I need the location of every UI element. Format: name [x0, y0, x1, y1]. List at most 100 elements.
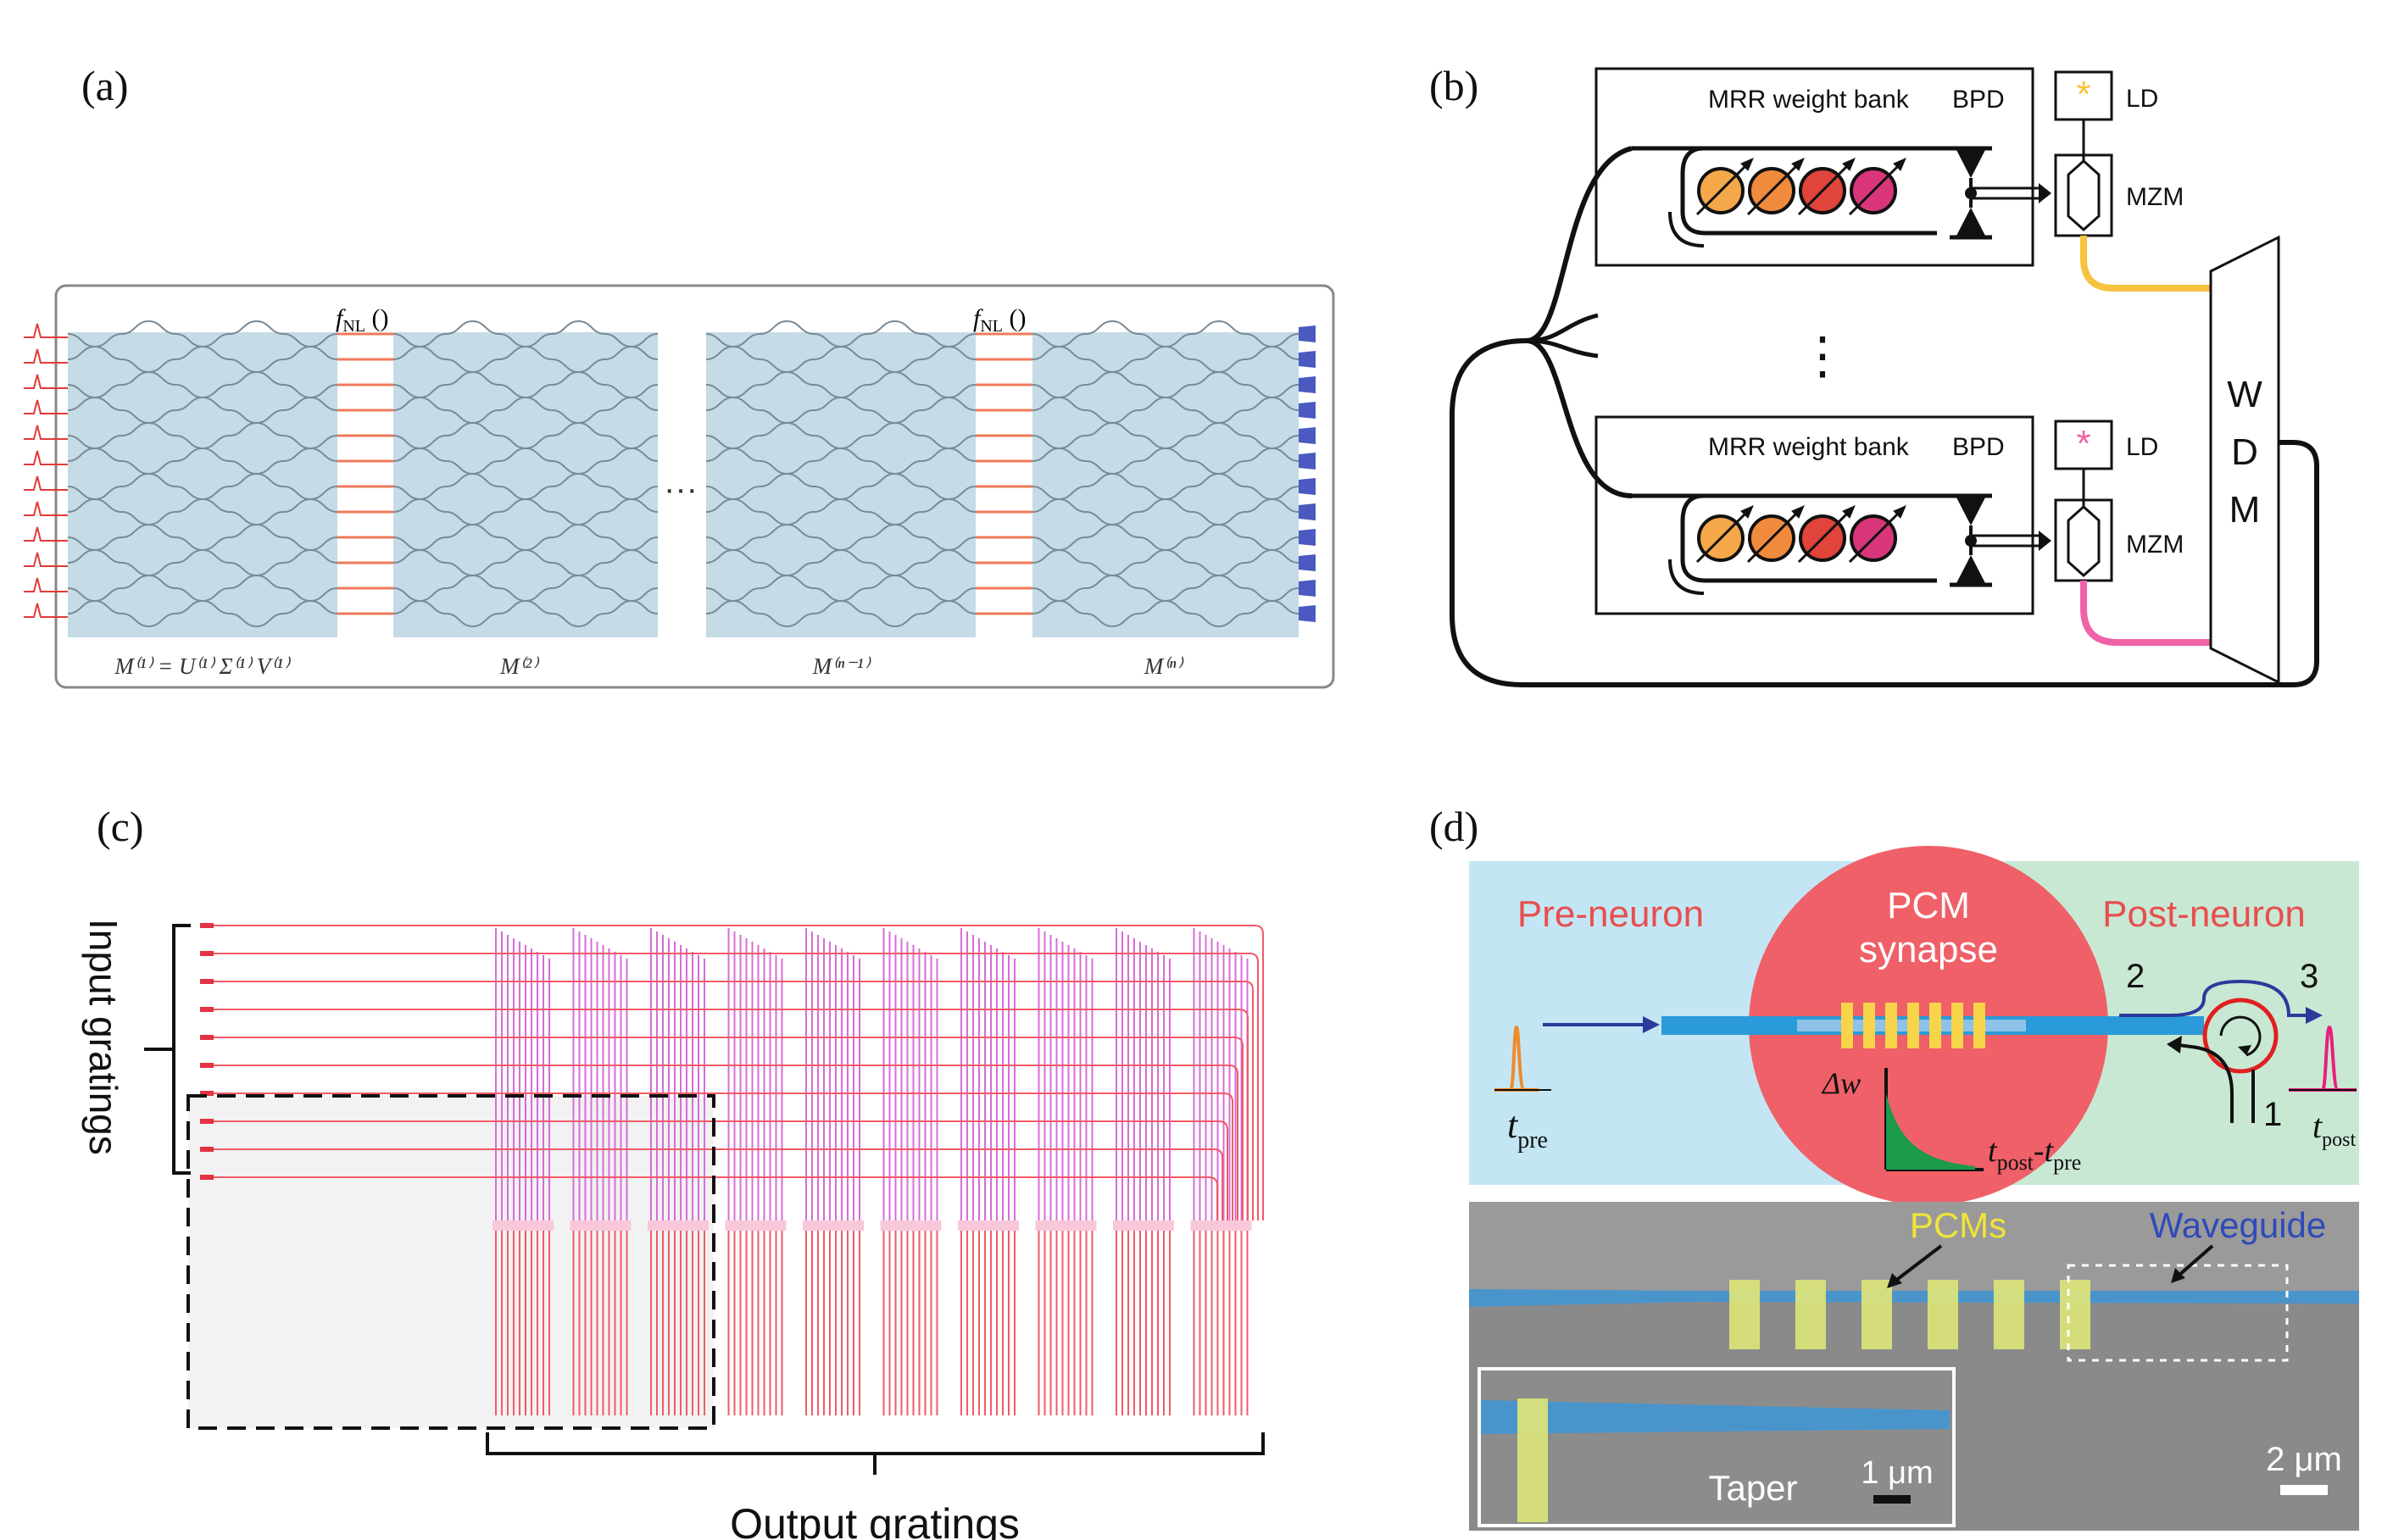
input-grating-coupler — [200, 1063, 214, 1068]
input-pulse — [24, 450, 68, 465]
mesh-waveguide-row — [392, 548, 659, 577]
panel-d-pcm-synapse: (d) Pre-neuron Post-neuron PCM synapse t… — [1429, 803, 2393, 1531]
mesh-waveguide-row — [67, 396, 338, 425]
mesh-waveguide-row — [392, 345, 659, 374]
bus-line — [487, 953, 1259, 1220]
vertical-ellipsis: ⋮ — [1797, 327, 1848, 384]
sem-pcm-pad — [2060, 1280, 2090, 1349]
input-grating-coupler — [200, 1147, 214, 1152]
port-1-to-2-path — [2178, 1043, 2234, 1123]
scale-bar-2um — [2280, 1485, 2328, 1495]
mesh-waveguide-row — [705, 599, 977, 628]
mrr-tuning-arrow — [1848, 508, 1904, 564]
sem-pcm-pad — [1928, 1280, 1958, 1349]
output-detector — [1299, 453, 1316, 470]
mesh-waveguide-row — [1032, 447, 1299, 475]
sem-pcm-pad — [1795, 1280, 1826, 1349]
pcm-cell — [1885, 1003, 1897, 1048]
bus-line — [487, 1009, 1249, 1220]
bus-line — [487, 1176, 1218, 1220]
ld-output-waveguide-top — [2080, 236, 2212, 292]
input-grating-coupler — [200, 1007, 214, 1012]
output-fan-in — [725, 1220, 787, 1231]
panel-c-chip-layout: (c) Input gratings Output gratings — [81, 803, 1265, 1540]
weight-bank-box-top — [1594, 67, 2034, 267]
bpd-diode-bottom-a — [1956, 496, 1986, 525]
input-pulse — [24, 374, 68, 389]
input-pulse — [24, 501, 68, 516]
t-pre-label: tpre — [1507, 1104, 1548, 1154]
mrr-tuning-arrow — [1746, 508, 1802, 564]
output-detector — [1299, 580, 1316, 597]
bus-waveguide-bottom — [1632, 493, 1937, 583]
port-1-label: 1 — [2263, 1096, 2282, 1133]
mesh-block-1 — [68, 332, 337, 637]
output-gratings-brace — [486, 1432, 1265, 1475]
output-fan-in — [803, 1220, 864, 1231]
output-fan-in — [648, 1220, 709, 1231]
pcms-pointer — [1893, 1244, 1943, 1283]
bpd-node-bottom — [1965, 535, 1977, 547]
mrr-tuning-arrow-head — [1791, 158, 1805, 171]
output-detector — [1299, 427, 1316, 444]
mesh-block-4 — [1032, 332, 1299, 637]
mrr-tuning-arrow — [1797, 508, 1853, 564]
mesh-waveguide-row — [67, 447, 338, 475]
ld-output-waveguide-bottom — [2080, 581, 2212, 646]
panel-c-label: (c) — [97, 803, 144, 850]
bus-line — [487, 1120, 1228, 1220]
synapse-label: synapse — [1859, 929, 1998, 970]
mesh-waveguide-row — [1032, 396, 1299, 425]
input-pulse — [24, 323, 68, 338]
mesh-waveguide-row — [67, 599, 338, 628]
mzi-mesh-lines — [67, 320, 1299, 628]
mzm-box-top — [2054, 153, 2113, 237]
waveguide-label: Waveguide — [2150, 1205, 2327, 1245]
delta-w-label: Δw — [1821, 1066, 1861, 1100]
input-gratings-label: Input gratings — [81, 919, 125, 1155]
mrr-tuning-arrow-head — [1740, 158, 1754, 171]
ld-label-top: LD — [2126, 85, 2158, 113]
output-detector — [1299, 325, 1316, 342]
matrix-label-mn-1: M⁽ⁿ⁻¹⁾ — [812, 653, 871, 679]
bus-line — [487, 1065, 1238, 1220]
zoom-region-dashed-box — [186, 1094, 715, 1430]
circulator-direction-head — [2238, 1045, 2251, 1055]
taper-inset-pcm — [1517, 1398, 1548, 1522]
mrr-label-bottom: MRR weight bank — [1708, 433, 1910, 461]
input-arrow-head — [1643, 1016, 1660, 1033]
port-3-arrow-head — [2306, 1007, 2323, 1024]
mesh-waveguide-row — [392, 498, 659, 526]
arrow-to-mzm-top — [2039, 183, 2051, 203]
input-grating-coupler — [200, 979, 214, 984]
mrr-label-top: MRR weight bank — [1708, 86, 1910, 114]
pcm-cell — [1863, 1003, 1875, 1048]
panel-a-mesh-network: (a) fNL () fNL () ··· M⁽¹⁾ = U⁽¹⁾ Σ⁽¹⁾ V… — [24, 62, 1335, 689]
stdp-window-curve — [1886, 1093, 1975, 1170]
pcm-cell — [1951, 1003, 1963, 1048]
bus-waveguide-top — [1632, 146, 1937, 236]
mesh-waveguide-row — [705, 447, 977, 475]
output-fan-in — [958, 1220, 1019, 1231]
pcm-cell — [1929, 1003, 1941, 1048]
scale-bar-1um — [1873, 1495, 1911, 1504]
mesh-waveguide-row — [705, 498, 977, 526]
panel-d-label: (d) — [1429, 803, 1478, 850]
waveguide-routing — [200, 923, 1264, 1415]
input-grating-coupler — [200, 1175, 214, 1180]
delta-t-label: tpost-tpre — [1988, 1133, 2081, 1175]
pcm-cell — [1841, 1003, 1853, 1048]
pcm-cell — [1973, 1003, 1985, 1048]
bus-return-top — [1668, 211, 1705, 247]
output-detector — [1299, 554, 1316, 571]
input-grating-coupler — [200, 951, 214, 956]
input-pulse — [24, 399, 68, 414]
mesh-ellipsis: ··· — [664, 470, 698, 508]
wdm-multiplexer — [2209, 235, 2280, 685]
taper-inset-waveguide — [1481, 1400, 1950, 1434]
wdm-letter-d: D — [2231, 431, 2258, 473]
circulator-direction — [2219, 1015, 2262, 1057]
nonlinearity-rails — [337, 332, 1032, 615]
mrr-tuning-arrow — [1695, 508, 1751, 564]
